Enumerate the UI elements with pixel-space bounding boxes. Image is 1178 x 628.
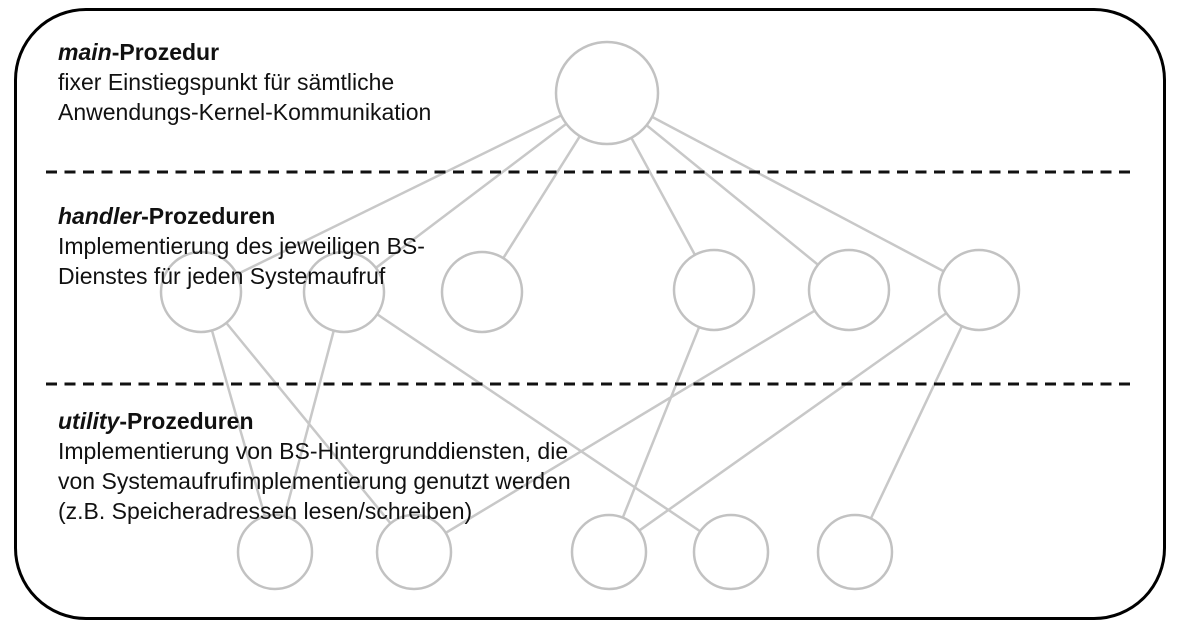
- edge-h6-u5: [853, 289, 981, 553]
- handler-procedure-node-h6: [937, 248, 1021, 332]
- diagram-border: [14, 8, 1166, 620]
- edge-main-h6: [606, 91, 980, 292]
- separator-layer: [46, 170, 1131, 386]
- utility-title-emphasis: utility: [58, 408, 120, 434]
- handler-section-desc-line: Dienstes für jeden Systemaufruf: [58, 263, 386, 289]
- main-section-desc-line: fixer Einstiegspunkt für sämtliche: [58, 69, 395, 95]
- utility-section-desc-line: von Systemaufrufimplementierung genutzt …: [58, 468, 571, 494]
- utility-procedure-node-u1: [236, 513, 314, 591]
- handler-section-desc-line: Implementierung des jeweiligen BS-: [58, 233, 425, 259]
- handler-procedure-node-h2: [302, 250, 386, 334]
- utility-section-title: utility-Prozeduren: [58, 406, 571, 436]
- edge-h2-u1: [273, 291, 346, 553]
- handler-title-rest: -Prozeduren: [141, 203, 276, 229]
- utility-section-label: utility-Prozeduren Implementierung von B…: [58, 406, 571, 526]
- main-procedure-node-main: [554, 40, 660, 146]
- main-section-title: main-Prozedur: [58, 37, 431, 67]
- handler-title-emphasis: handler: [58, 203, 142, 229]
- edge-h6-u3: [608, 288, 980, 554]
- utility-procedure-node-u3: [570, 513, 648, 591]
- utility-procedure-node-u2: [375, 513, 453, 591]
- handler-procedure-node-h4: [672, 248, 756, 332]
- edge-h4-u3: [607, 289, 716, 553]
- handler-procedure-node-h5: [807, 248, 891, 332]
- utility-procedure-node-u4: [692, 513, 770, 591]
- node-layer: [159, 40, 1021, 591]
- edge-layer: [199, 91, 981, 554]
- handler-procedure-node-h1: [159, 250, 243, 334]
- main-title-emphasis: main: [58, 39, 112, 65]
- utility-procedure-node-u5: [816, 513, 894, 591]
- main-section-label: main-Prozedur fixer Einstiegspunkt für s…: [58, 37, 431, 127]
- utility-title-rest: -Prozeduren: [119, 408, 254, 434]
- main-title-rest: -Prozedur: [111, 39, 220, 65]
- handler-section-label: handler-Prozeduren Implementierung des j…: [58, 201, 425, 291]
- main-section-desc-line: Anwendungs-Kernel-Kommunikation: [58, 99, 432, 125]
- handler-section-title: handler-Prozeduren: [58, 201, 425, 231]
- utility-section-desc-line: Implementierung von BS-Hintergrunddienst…: [58, 438, 569, 464]
- edge-main-h1: [200, 91, 608, 294]
- edge-h5-u2: [413, 288, 850, 554]
- utility-section-desc-line: (z.B. Speicheradressen lesen/schreiben): [58, 498, 473, 524]
- edge-h2-u4: [343, 290, 732, 554]
- edge-h1-u2: [200, 291, 415, 553]
- handler-procedure-node-h3: [440, 250, 524, 334]
- edge-h1-u1: [199, 291, 277, 553]
- edge-main-h2: [343, 92, 608, 293]
